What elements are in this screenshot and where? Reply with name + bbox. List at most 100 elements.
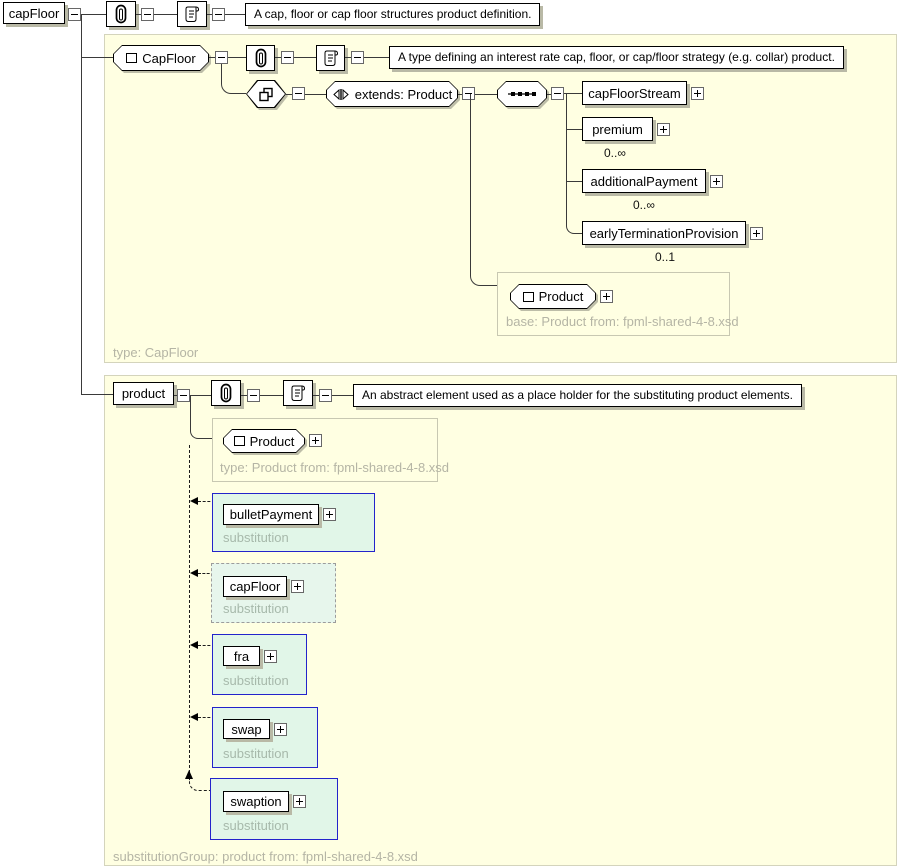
connector-line	[566, 181, 582, 182]
connector-line	[190, 395, 211, 396]
type-node-product[interactable]: Product	[223, 429, 305, 453]
complexcontent-node[interactable]	[246, 80, 286, 108]
expand-expander[interactable]	[750, 227, 763, 240]
collapse-expander[interactable]	[212, 8, 225, 21]
overlapping-squares-icon	[258, 87, 273, 101]
arrow-left-icon	[190, 497, 198, 505]
expand-expander[interactable]	[323, 508, 336, 521]
extension-node[interactable]: extends: Product	[326, 81, 458, 107]
sequence-node[interactable]	[497, 81, 547, 107]
connector-line	[458, 94, 462, 95]
arrow-left-icon	[190, 569, 198, 577]
documentation-node[interactable]	[316, 45, 345, 71]
type-node-product-base[interactable]: Product	[510, 284, 596, 309]
connector-line	[136, 14, 141, 15]
expand-expander[interactable]	[691, 87, 704, 100]
type-label: Product	[249, 433, 295, 449]
arrow-left-icon	[190, 713, 198, 721]
collapse-expander[interactable]	[281, 51, 294, 64]
element-label: swaption	[230, 794, 282, 809]
documentation-node[interactable]	[283, 380, 313, 406]
element-label: swap	[231, 721, 262, 737]
type-caption: type: Product from: fpml-shared-4-8.xsd	[220, 460, 450, 475]
substitution-caption: substitution	[223, 818, 289, 833]
expand-expander[interactable]	[293, 795, 306, 808]
element-node-swaption[interactable]: swaption	[223, 791, 289, 812]
substitution-spine	[189, 445, 190, 773]
connector-line	[547, 94, 551, 95]
complextype-node-capfloor[interactable]: CapFloor	[113, 45, 209, 71]
branch-line	[81, 394, 113, 395]
element-node-fra[interactable]: fra	[223, 646, 260, 666]
extension-label: extends: Product	[354, 86, 453, 102]
element-node-bulletpayment[interactable]: bulletPayment	[223, 504, 319, 525]
connector-line	[345, 57, 351, 58]
element-node-earlyterminationprovision[interactable]: earlyTerminationProvision	[582, 221, 746, 245]
annotation-node[interactable]	[106, 1, 136, 27]
branch-line	[81, 57, 113, 58]
connector-line	[294, 57, 316, 58]
connector-line	[364, 57, 389, 58]
collapse-expander[interactable]	[319, 389, 332, 402]
expand-expander[interactable]	[309, 434, 322, 447]
scroll-icon	[324, 50, 338, 66]
collapse-expander[interactable]	[68, 8, 81, 21]
documentation-text: A cap, floor or cap floor structures pro…	[245, 3, 541, 26]
connector-line	[275, 57, 281, 58]
base-caption: base: Product from: fpml-shared-4-8.xsd	[506, 314, 739, 329]
connector-elbow	[189, 779, 210, 791]
product-type-group: Product type: Product from: fpml-shared-…	[212, 418, 449, 482]
connector-line	[286, 94, 292, 95]
element-node-capfloorstream[interactable]: capFloorStream	[582, 81, 687, 105]
substitution-caption: substitution	[223, 530, 289, 545]
element-node-swap[interactable]: swap	[223, 719, 270, 739]
collapse-expander[interactable]	[177, 389, 190, 402]
expand-expander[interactable]	[264, 650, 277, 663]
connector-line	[207, 14, 212, 15]
expand-expander[interactable]	[657, 123, 670, 136]
collapse-expander[interactable]	[351, 51, 364, 64]
collapse-expander[interactable]	[551, 87, 564, 100]
annotation-node[interactable]	[211, 380, 241, 406]
substitution-caption: substitution	[223, 673, 289, 688]
paperclip-icon	[115, 4, 127, 24]
element-label: product	[121, 386, 166, 401]
connector-line	[225, 14, 245, 15]
substitutiongroup-footer-caption: substitutionGroup: product from: fpml-sh…	[113, 849, 418, 864]
expand-expander[interactable]	[600, 290, 613, 303]
connector-line	[174, 395, 177, 396]
triangles-icon	[332, 88, 349, 100]
sequence-dots-icon	[508, 92, 536, 96]
documentation-text: An abstract element used as a place hold…	[353, 384, 802, 407]
connector-line	[564, 93, 582, 94]
element-node-capfloor[interactable]: capFloor	[3, 2, 65, 24]
expand-expander[interactable]	[710, 175, 723, 188]
substitution-link	[198, 501, 215, 502]
collapse-expander[interactable]	[247, 389, 260, 402]
element-node-capfloor-sub[interactable]: capFloor	[223, 576, 287, 597]
documentation-node[interactable]	[177, 1, 207, 27]
element-node-product[interactable]: product	[113, 382, 174, 405]
connector-line	[228, 57, 246, 58]
square-icon	[233, 436, 245, 446]
expand-expander[interactable]	[274, 723, 287, 736]
collapse-expander[interactable]	[292, 87, 305, 100]
connector-elbow	[566, 225, 582, 234]
substitution-caption: substitution	[223, 601, 289, 616]
element-node-additionalpayment[interactable]: additionalPayment	[582, 169, 706, 193]
connector-elbow	[190, 395, 212, 439]
connector-line	[566, 129, 582, 130]
scroll-icon	[185, 6, 200, 22]
occurrence-label: 0..1	[655, 250, 676, 264]
element-node-premium[interactable]: premium	[582, 117, 653, 141]
annotation-node[interactable]	[246, 45, 275, 71]
substitution-group-swaption: swaption substitution	[210, 778, 338, 840]
paperclip-icon	[220, 383, 232, 403]
collapse-expander[interactable]	[141, 8, 154, 21]
trunk-line	[81, 14, 82, 394]
collapse-expander[interactable]	[215, 51, 228, 64]
documentation-text: A type defining an interest rate cap, fl…	[389, 46, 844, 69]
expand-expander[interactable]	[291, 580, 304, 593]
type-footer-caption: type: CapFloor	[113, 345, 199, 360]
